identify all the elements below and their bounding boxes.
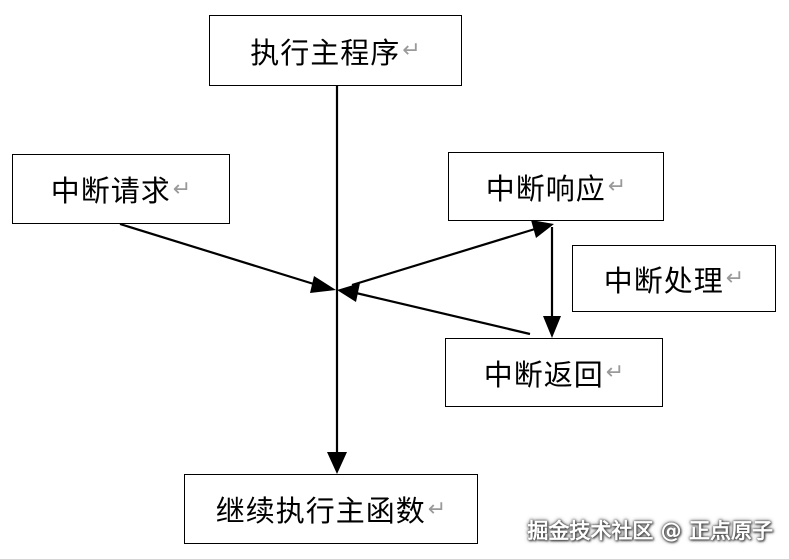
node-label: 中断请求 — [50, 174, 171, 208]
paragraph-mark-icon: ↵ — [725, 266, 745, 291]
paragraph-mark-icon: ↵ — [172, 176, 192, 202]
node-label: 执行主程序 — [250, 35, 401, 70]
edge-return-to-junction — [355, 291, 531, 336]
node-interrupt-handling: 中断处理↵ — [572, 245, 776, 312]
paragraph-mark-icon: ↵ — [607, 174, 627, 199]
edge-junction-to-response — [351, 227, 536, 287]
node-label: 中断处理 — [603, 263, 724, 298]
node-label: 继续执行主函数 — [215, 494, 426, 528]
edge-request-to-junction — [119, 222, 318, 287]
paragraph-mark-icon: ↵ — [427, 496, 447, 522]
arrow-return-head — [543, 316, 561, 338]
arrow-request-head — [310, 276, 336, 293]
node-label: 中断响应 — [485, 171, 606, 206]
node-label: 中断返回 — [483, 357, 604, 392]
node-interrupt-request: 中断请求↵ — [12, 154, 230, 224]
arrow-junction-head — [337, 283, 360, 302]
arrow-response-head — [531, 220, 554, 238]
node-continue-main: 继续执行主函数↵ — [184, 474, 478, 544]
node-interrupt-return: 中断返回↵ — [445, 338, 663, 407]
node-main-program: 执行主程序↵ — [209, 15, 462, 86]
paragraph-mark-icon: ↵ — [402, 38, 421, 63]
paragraph-mark-icon: ↵ — [605, 360, 625, 385]
arrow-continue-head — [327, 452, 347, 474]
node-interrupt-response: 中断响应↵ — [448, 152, 664, 221]
watermark: 掘金技术社区 @ 正点原子 — [527, 519, 773, 543]
